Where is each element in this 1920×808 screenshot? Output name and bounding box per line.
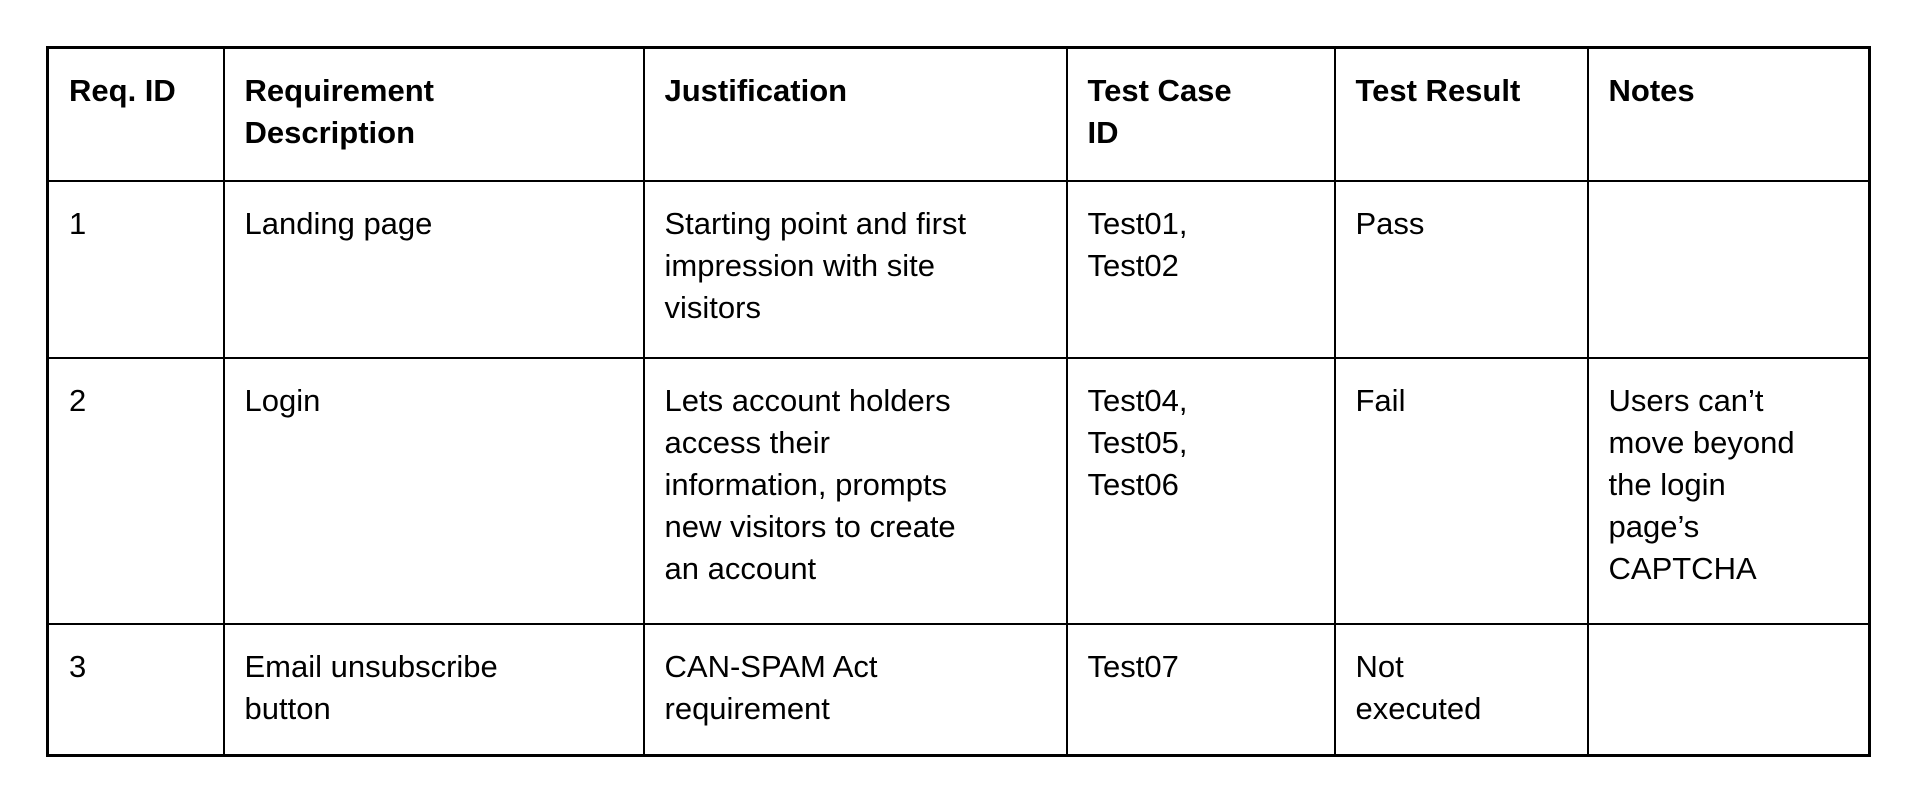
cell-notes — [1586, 179, 1871, 359]
header-requirement-description: Requirement Description — [222, 46, 645, 182]
requirements-table: Req. ID Requirement Description Justific… — [46, 46, 1871, 757]
cell-notes: Users can’t move beyond the login page’s… — [1586, 356, 1871, 625]
cell-justification: CAN-SPAM Act requirement — [642, 622, 1068, 757]
cell-requirement-description: Email unsubscribe button — [222, 622, 645, 757]
header-test-result: Test Result — [1333, 46, 1589, 182]
cell-test-result: Pass — [1333, 179, 1589, 359]
cell-req-id: 1 — [46, 179, 225, 359]
cell-requirement-description: Landing page — [222, 179, 645, 359]
header-notes: Notes — [1586, 46, 1871, 182]
cell-test-result: Fail — [1333, 356, 1589, 625]
table-row: 2 Login Lets account holders access thei… — [46, 356, 1871, 625]
header-req-id: Req. ID — [46, 46, 225, 182]
header-test-case-id: Test Case ID — [1065, 46, 1336, 182]
cell-justification: Lets account holders access their inform… — [642, 356, 1068, 625]
cell-test-case-id: Test04, Test05, Test06 — [1065, 356, 1336, 625]
cell-requirement-description: Login — [222, 356, 645, 625]
cell-req-id: 2 — [46, 356, 225, 625]
header-justification: Justification — [642, 46, 1068, 182]
cell-req-id: 3 — [46, 622, 225, 757]
cell-test-case-id: Test01, Test02 — [1065, 179, 1336, 359]
cell-test-case-id: Test07 — [1065, 622, 1336, 757]
cell-test-result: Not executed — [1333, 622, 1589, 757]
cell-notes — [1586, 622, 1871, 757]
table-row: 1 Landing page Starting point and first … — [46, 179, 1871, 359]
table-header-row: Req. ID Requirement Description Justific… — [46, 46, 1871, 182]
cell-justification: Starting point and first impression with… — [642, 179, 1068, 359]
table-row: 3 Email unsubscribe button CAN-SPAM Act … — [46, 622, 1871, 757]
